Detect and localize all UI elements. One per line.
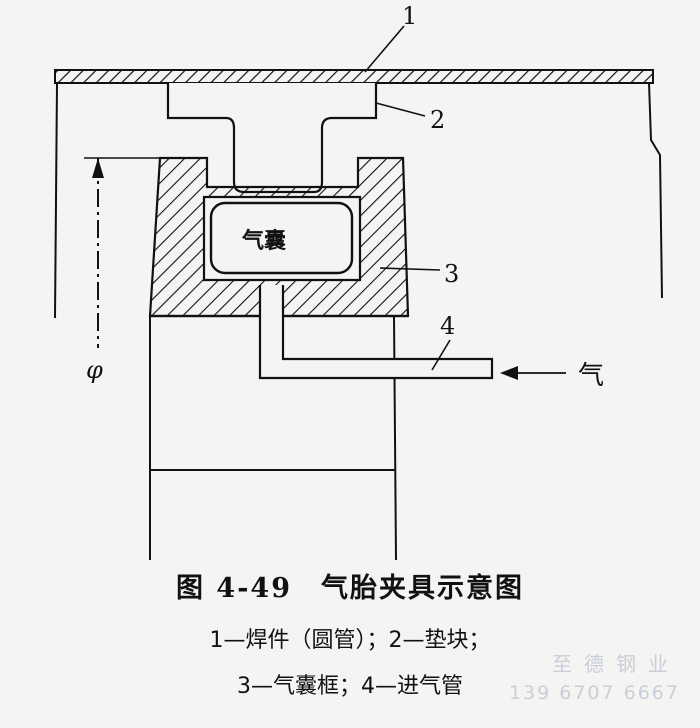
label-part-3: 3 <box>444 260 459 288</box>
leader-line-1 <box>364 25 405 73</box>
airbag-frame <box>148 156 410 318</box>
label-part-4: 4 <box>440 312 455 340</box>
figure-title: 图 4-49 气胎夹具示意图 <box>176 573 524 604</box>
watermark-phone: 139 6707 6667 <box>508 682 680 704</box>
workpiece-tube-wall <box>54 69 654 84</box>
label-diameter: φ <box>86 356 103 384</box>
airbag-clamp-diagram: 1 2 3 4 气囊 气 φ <box>54 2 663 560</box>
diameter-arrowhead <box>92 158 104 178</box>
figure-legend-line-2: 3—气囊框；4—进气管 <box>237 674 463 699</box>
leader-line-2 <box>375 102 426 117</box>
support-column <box>149 315 397 560</box>
label-part-1: 1 <box>402 2 417 30</box>
workpiece-right-edge <box>648 82 663 299</box>
air-inlet-pipe <box>258 285 494 380</box>
leader-line-3 <box>379 267 441 271</box>
airbag <box>209 201 354 275</box>
label-part-2: 2 <box>430 106 445 134</box>
leader-line-4 <box>431 339 451 371</box>
label-airbag: 气囊 <box>241 228 286 254</box>
label-air-inlet: 气 <box>578 361 604 391</box>
workpiece-left-edge <box>54 82 58 319</box>
figure-legend-line-1: 1—焊件（圆管）；2—垫块； <box>209 628 491 653</box>
watermark-company: 至德钢业 <box>552 652 680 676</box>
air-inlet-arrow-head <box>500 366 518 380</box>
